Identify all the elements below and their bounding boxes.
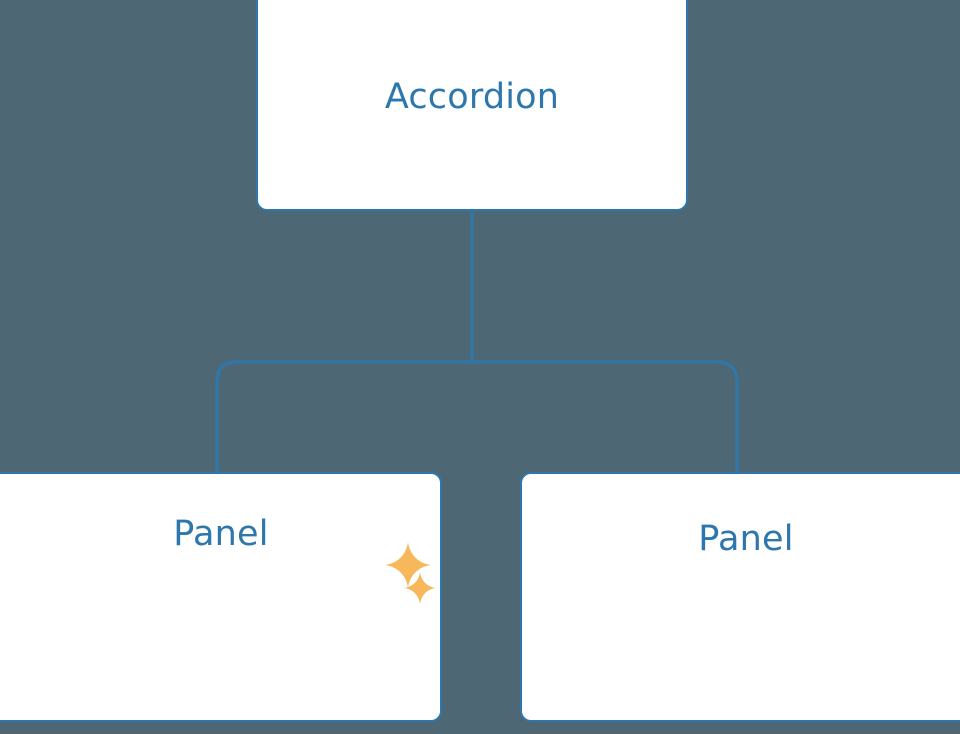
node-panel-inactive[interactable]: Panel <box>520 472 960 722</box>
connector-branch-left <box>215 360 472 474</box>
connector-branch-right <box>472 360 739 474</box>
node-panel-active-title: Panel <box>173 514 269 554</box>
node-panel-active[interactable]: Panel <box>0 472 442 722</box>
node-accordion-title: Accordion <box>384 77 560 117</box>
node-accordion[interactable]: Accordion <box>256 0 688 211</box>
node-panel-inactive-title: Panel <box>698 519 794 559</box>
